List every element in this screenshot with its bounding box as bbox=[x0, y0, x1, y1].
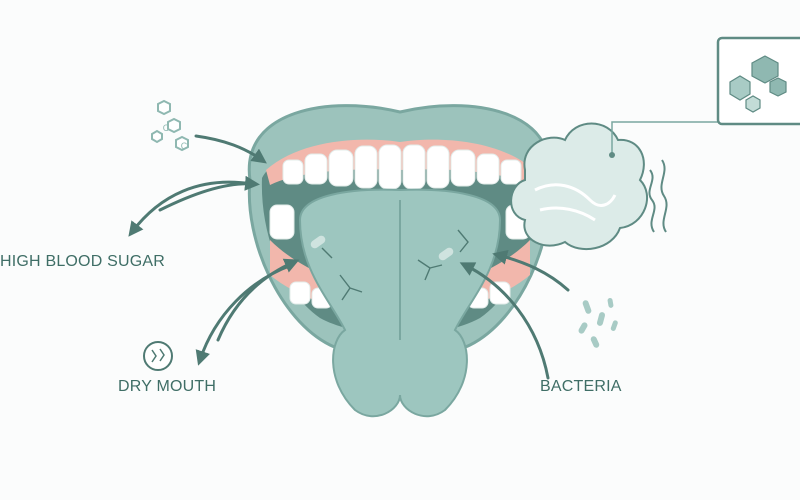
arrow-bacteria-to-mouth bbox=[459, 262, 550, 380]
compound-box-icon bbox=[716, 36, 800, 126]
arrow-bacteria-top bbox=[492, 250, 570, 292]
tongue-cracks bbox=[321, 229, 469, 301]
tongue-saliva-left bbox=[310, 235, 326, 249]
label-dry-mouth: DRY MOUTH bbox=[118, 378, 217, 395]
cloud-connector bbox=[611, 121, 718, 155]
svg-text:C: C bbox=[181, 141, 188, 151]
arrow-to-mouth-from-left bbox=[158, 175, 260, 212]
molecule-icon: C C bbox=[151, 99, 189, 152]
mouth bbox=[247, 104, 551, 418]
arrows bbox=[128, 134, 570, 380]
arrow-dry-mouth-back bbox=[216, 258, 300, 342]
arrow-molecule-to-mouth bbox=[194, 134, 267, 164]
arrow-to-high-blood-sugar bbox=[128, 180, 254, 237]
tongue-saliva-right bbox=[438, 247, 454, 261]
dry-mouth-icon bbox=[143, 341, 173, 371]
svg-text:C: C bbox=[163, 123, 170, 133]
bacteria-icon bbox=[578, 297, 618, 348]
label-bacteria: BACTERIA bbox=[540, 378, 622, 395]
label-high-blood-sugar: HIGH BLOOD SUGAR bbox=[0, 253, 166, 270]
upper-teeth bbox=[282, 144, 522, 190]
